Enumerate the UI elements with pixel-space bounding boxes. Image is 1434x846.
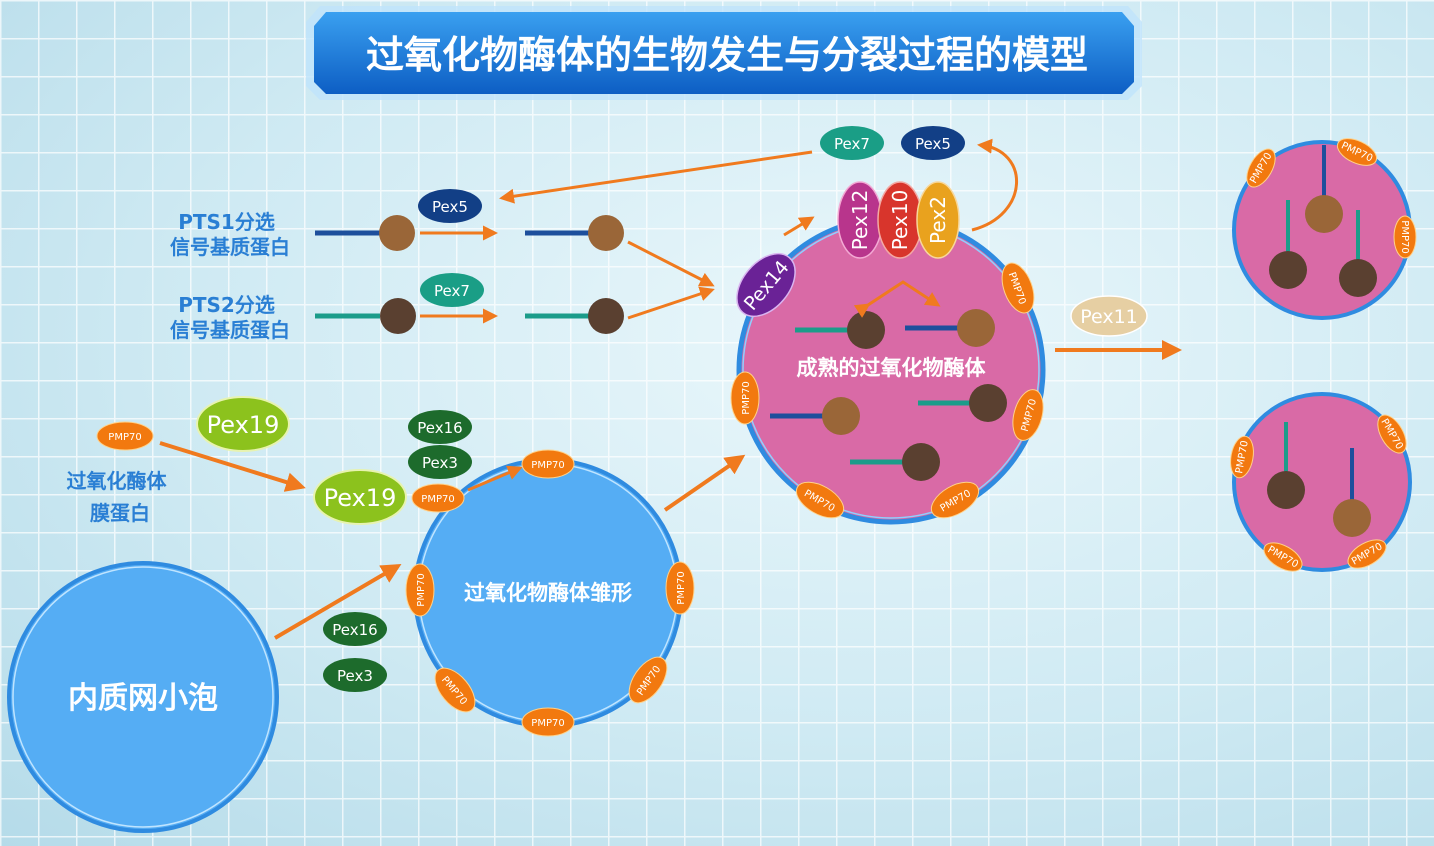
arrow-pex14-to-complex: [783, 216, 815, 237]
pex3-top: Pex3: [408, 445, 472, 479]
arrow-pex5-export: [971, 138, 1018, 232]
pex16-bottom-label: Pex16: [332, 621, 377, 639]
pex3-bottom-label: Pex3: [337, 667, 373, 685]
pex7-label: Pex7: [434, 282, 470, 300]
membrane-protein-label-line2: 膜蛋白: [89, 501, 150, 525]
pmp70-label: PMP70: [741, 381, 752, 414]
pex19-bound: Pex19: [313, 469, 407, 525]
pex5-receptor: Pex5: [418, 189, 482, 223]
membrane-protein-label-line1: 过氧化酶体: [67, 469, 168, 493]
pmp70-precursor-1: PMP70: [521, 449, 575, 479]
pmp70-precursor-6: PMP70: [521, 707, 575, 737]
arrow-precursor-to-mature: [663, 454, 746, 512]
pex5-label: Pex5: [432, 198, 468, 216]
pmp70-mature-4: PMP70: [795, 481, 845, 519]
arrow-pts1-to-peroxisome: [627, 240, 715, 287]
pex16-bottom: Pex16: [323, 612, 387, 646]
pmp70-precursor-5: PMP70: [628, 656, 668, 704]
pmp70-label: PMP70: [531, 460, 564, 471]
pts2-label-line1: PTS2分选: [178, 293, 275, 317]
pex3-bottom: Pex3: [323, 658, 387, 692]
pex2-label: Pex2: [926, 196, 950, 244]
pex12-label: Pex12: [848, 190, 872, 251]
pex7-recycled: Pex7: [820, 126, 884, 160]
pmp70-precursor-3: PMP70: [665, 561, 695, 615]
pex19-label: Pex19: [207, 411, 280, 439]
pex7-recycled-label: Pex7: [834, 135, 870, 153]
mature-peroxisome-label: 成熟的过氧化物酶体: [797, 356, 987, 380]
pmp70-mature-2: PMP70: [730, 371, 760, 425]
arrow-er-to-precursor: [273, 563, 402, 640]
pex19-bound-label: Pex19: [324, 484, 397, 512]
arrow-pmp70-insertion: [467, 465, 523, 492]
pex2: Pex2: [916, 181, 960, 259]
pts1-label: PTS1分选 信号基质蛋白: [170, 210, 290, 259]
precursor-label: 过氧化物酶体雏形: [464, 581, 632, 605]
pts1-label-line2: 信号基质蛋白: [170, 235, 290, 259]
title-banner: 过氧化物酶体的生物发生与分裂过程的模型: [306, 6, 1142, 100]
pex12: Pex12: [837, 181, 883, 259]
pmp70-mature-1: PMP70: [1001, 262, 1035, 314]
arrow-pmp70-to-pex19: [159, 441, 306, 492]
pmp70-label: PMP70: [531, 718, 564, 729]
daughter-peroxisome-1: PMP70 PMP70 PMP70: [1232, 138, 1417, 320]
pmp70-label: PMP70: [676, 571, 687, 604]
pex3-label: Pex3: [422, 454, 458, 472]
pex5-recycled: Pex5: [901, 126, 965, 160]
er-vesicle-label: 内质网小泡: [68, 681, 218, 716]
daughter-peroxisome-2: PMP70 PMP70 PMP70 PMP70: [1230, 392, 1412, 572]
pex5-recycled-label: Pex5: [915, 135, 951, 153]
pex19-free: Pex19: [196, 396, 290, 452]
arrow-receptor-recycling: [499, 150, 813, 204]
er-vesicle: 内质网小泡: [7, 561, 279, 833]
pmp70-precursor-2: PMP70: [405, 563, 435, 617]
pts2-label-line2: 信号基质蛋白: [170, 318, 290, 342]
arrow-pts2-to-peroxisome: [627, 286, 715, 320]
pmp70-label: PMP70: [1399, 220, 1410, 253]
pts2-label: PTS2分选 信号基质蛋白: [170, 293, 290, 342]
pex11: Pex11: [1070, 295, 1148, 337]
pmp70-label: PMP70: [108, 432, 141, 443]
pmp70-label: PMP70: [421, 494, 454, 505]
pts2-cargo: [315, 298, 624, 334]
membrane-protein-label: 过氧化酶体 膜蛋白: [67, 469, 174, 525]
pts1-cargo: [315, 215, 624, 251]
page-title: 过氧化物酶体的生物发生与分裂过程的模型: [366, 33, 1088, 77]
pmp70-mature-3: PMP70: [1012, 389, 1044, 441]
pex16-top: Pex16: [408, 410, 472, 444]
pmp70-label: PMP70: [416, 573, 427, 606]
pex16-label: Pex16: [417, 419, 462, 437]
pex7-receptor: Pex7: [420, 273, 484, 307]
pmp70-free: PMP70: [96, 421, 154, 451]
pmp70-precursor-bound: PMP70: [411, 483, 465, 513]
pex11-label: Pex11: [1080, 306, 1138, 328]
pex10-label: Pex10: [888, 190, 912, 251]
pex10: Pex10: [877, 181, 923, 259]
pts1-label-line1: PTS1分选: [178, 210, 275, 234]
